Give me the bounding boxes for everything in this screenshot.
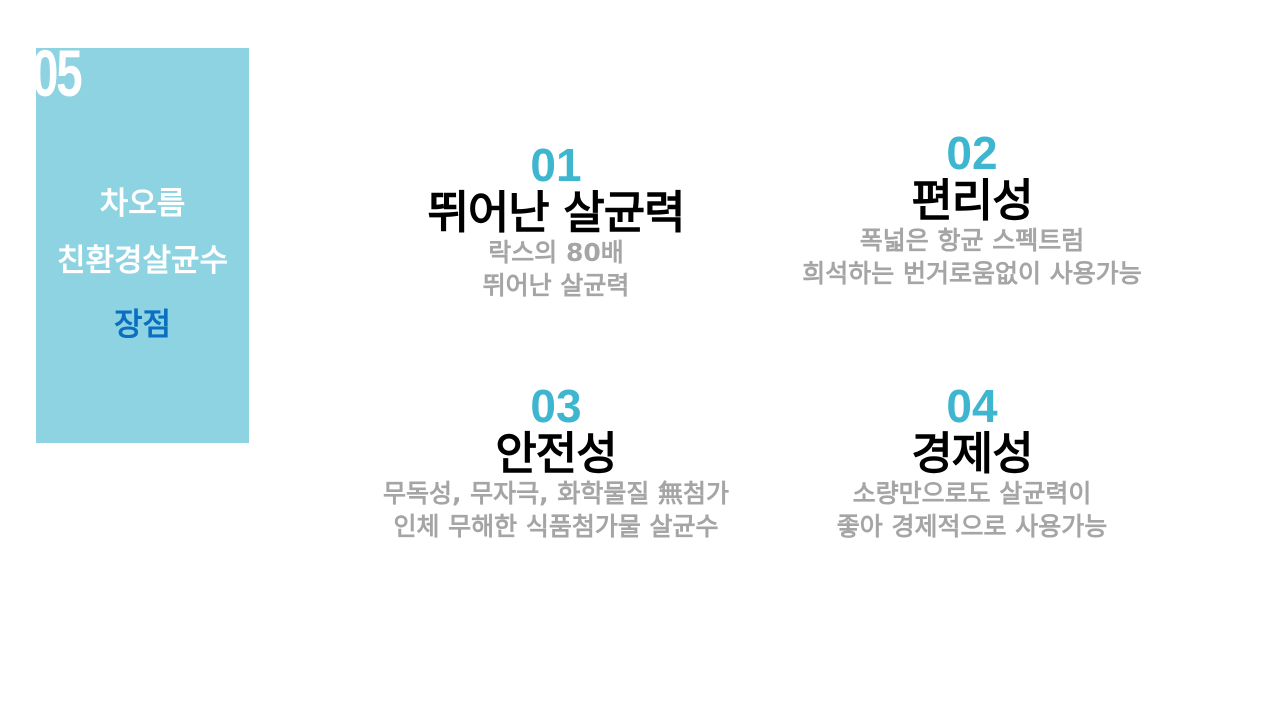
section-number: 05 (32, 36, 83, 110)
panel-title-line-2: 친환경살균수 (56, 243, 229, 279)
feature-title: 안전성 (495, 427, 617, 480)
feature-number: 01 (530, 139, 582, 191)
feature-description-line-2: 인체 무해한 식품첨가물 살균수 (393, 512, 719, 541)
feature-number: 03 (530, 380, 582, 432)
feature-description-line-2: 희석하는 번거로움없이 사용가능 (802, 259, 1142, 288)
feature-description-line-1: 소량만으로도 살균력이 (852, 479, 1092, 508)
feature-block-3: 03 안전성 무독성, 무자극, 화학물질 無첨가 인체 무해한 식품첨가물 살… (336, 383, 776, 542)
feature-title: 편리성 (911, 174, 1033, 227)
feature-title: 경제성 (911, 427, 1033, 480)
feature-number: 04 (946, 380, 998, 432)
feature-description-line-2: 좋아 경제적으로 사용가능 (836, 512, 1108, 541)
feature-block-2: 02 편리성 폭넓은 항균 스펙트럼 희석하는 번거로움없이 사용가능 (752, 130, 1192, 289)
panel-title-line-1: 차오름 (99, 186, 186, 222)
feature-description-line-1: 무독성, 무자극, 화학물질 無첨가 (382, 479, 730, 508)
feature-block-1: 01 뛰어난 살균력 락스의 80배 뛰어난 살균력 (336, 142, 776, 301)
panel-title-highlight: 장점 (113, 307, 172, 343)
feature-description-line-1: 폭넓은 항균 스펙트럼 (859, 226, 1085, 255)
feature-number: 02 (946, 127, 998, 179)
feature-title: 뛰어난 살균력 (427, 186, 685, 239)
feature-block-4: 04 경제성 소량만으로도 살균력이 좋아 경제적으로 사용가능 (752, 383, 1192, 542)
feature-description-line-1: 락스의 80배 (488, 238, 624, 267)
feature-description-line-2: 뛰어난 살균력 (482, 271, 630, 300)
side-panel (36, 48, 249, 443)
